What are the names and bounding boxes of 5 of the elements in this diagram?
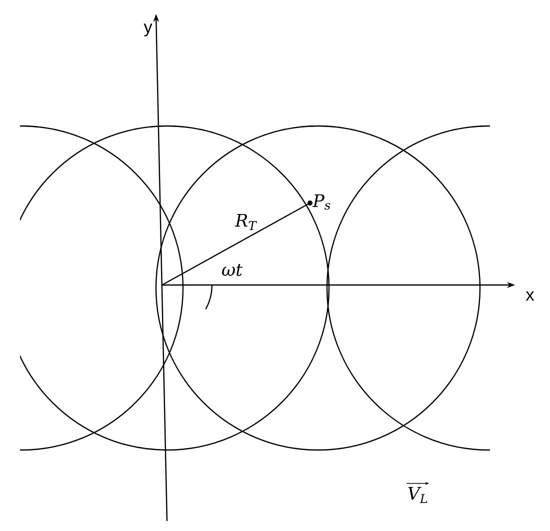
math-label: R$_{T}$ [234,214,257,230]
math-label: ωt [222,264,243,276]
math-label: P$_{s}$ [312,194,330,210]
axis-label: y [144,24,152,36]
axis-label: x [526,291,534,301]
